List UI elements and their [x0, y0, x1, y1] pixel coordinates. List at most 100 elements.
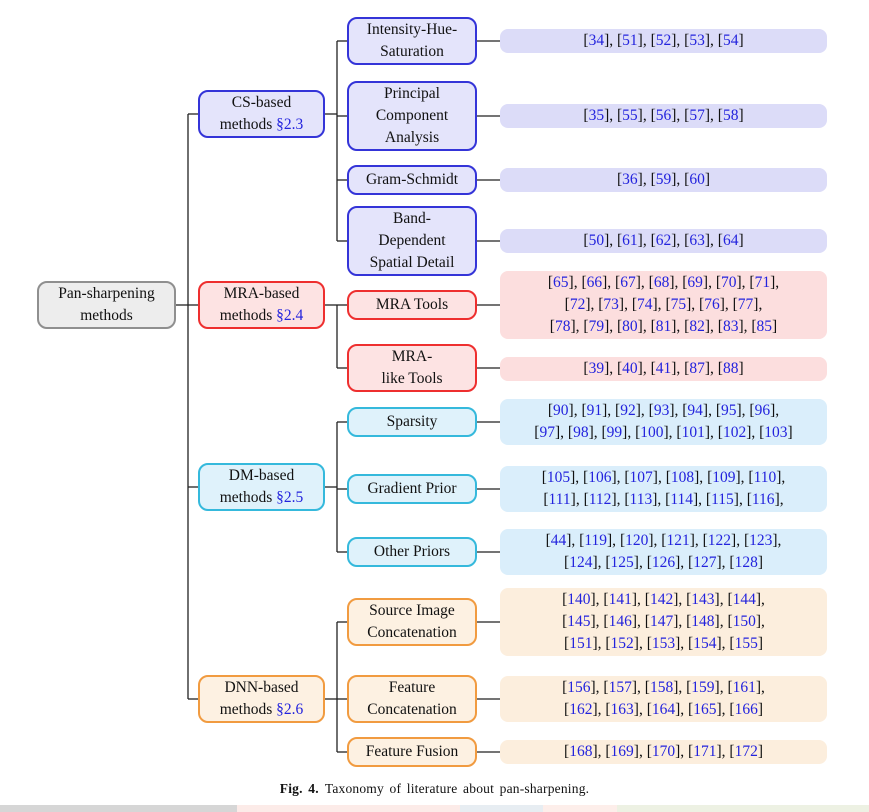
citation-ref[interactable]: 165: [693, 701, 717, 718]
citation-ref[interactable]: 57: [689, 107, 705, 124]
citation-ref[interactable]: 90: [553, 402, 569, 419]
citation-ref[interactable]: 98: [573, 424, 589, 441]
citation-ref[interactable]: 128: [734, 554, 758, 571]
citation-ref[interactable]: 172: [734, 743, 758, 760]
citation-ref[interactable]: 94: [687, 402, 703, 419]
citation-ref[interactable]: 66: [586, 274, 603, 291]
citation-ref[interactable]: 154: [693, 635, 717, 652]
citation-ref[interactable]: 120: [625, 532, 649, 549]
citation-ref[interactable]: 111: [548, 491, 571, 508]
citation-ref[interactable]: 81: [655, 318, 672, 335]
citation-ref[interactable]: 126: [651, 554, 676, 571]
citation-ref[interactable]: 64: [722, 232, 739, 249]
citation-ref[interactable]: 39: [588, 360, 605, 377]
citation-ref[interactable]: 70: [721, 274, 737, 291]
citation-ref[interactable]: 71: [754, 274, 771, 291]
citation-ref[interactable]: 95: [721, 402, 737, 419]
citation-ref[interactable]: 103: [764, 424, 788, 441]
citation-ref[interactable]: 36: [622, 171, 638, 188]
citation-ref[interactable]: 68: [653, 274, 670, 291]
citation-ref[interactable]: 53: [689, 32, 705, 49]
citation-ref[interactable]: 73: [603, 296, 619, 313]
citation-ref[interactable]: 156: [567, 679, 591, 696]
citation-ref[interactable]: 123: [749, 532, 773, 549]
citation-ref[interactable]: 67: [620, 274, 636, 291]
citation-ref[interactable]: 148: [691, 613, 715, 630]
citation-ref[interactable]: 105: [546, 469, 571, 486]
citation-ref[interactable]: 150: [732, 613, 756, 630]
citation-ref[interactable]: 56: [655, 107, 672, 124]
citation-ref[interactable]: 77: [737, 296, 754, 313]
citation-ref[interactable]: 106: [588, 469, 612, 486]
citation-ref[interactable]: 113: [629, 491, 653, 508]
citation-ref[interactable]: 112: [588, 491, 612, 508]
citation-ref[interactable]: 151: [569, 635, 593, 652]
citation-ref[interactable]: 76: [704, 296, 720, 313]
citation-ref[interactable]: 109: [712, 469, 736, 486]
citation-ref[interactable]: 54: [722, 32, 739, 49]
citation-ref[interactable]: 74: [637, 296, 653, 313]
citation-ref[interactable]: 63: [689, 232, 705, 249]
citation-ref[interactable]: 51: [622, 32, 638, 49]
citation-ref[interactable]: 83: [722, 318, 739, 335]
citation-ref[interactable]: 153: [651, 635, 676, 652]
citation-ref[interactable]: 166: [734, 701, 758, 718]
citation-ref[interactable]: 91: [586, 402, 603, 419]
citation-ref[interactable]: 143: [691, 591, 715, 608]
citation-ref[interactable]: 55: [622, 107, 638, 124]
citation-ref[interactable]: 79: [588, 318, 605, 335]
citation-ref[interactable]: 60: [689, 171, 705, 188]
citation-ref[interactable]: 65: [553, 274, 569, 291]
citation-ref[interactable]: 124: [569, 554, 593, 571]
citation-ref[interactable]: 75: [670, 296, 687, 313]
citation-ref[interactable]: 108: [670, 469, 695, 486]
section-link[interactable]: §2.6: [276, 701, 304, 718]
citation-ref[interactable]: 85: [756, 318, 773, 335]
citation-ref[interactable]: 119: [584, 532, 608, 549]
citation-ref[interactable]: 92: [620, 402, 636, 419]
citation-ref[interactable]: 97: [539, 424, 555, 441]
citation-ref[interactable]: 161: [732, 679, 756, 696]
citation-ref[interactable]: 157: [608, 679, 632, 696]
citation-ref[interactable]: 144: [732, 591, 756, 608]
citation-ref[interactable]: 110: [753, 469, 777, 486]
citation-ref[interactable]: 41: [655, 360, 672, 377]
citation-ref[interactable]: 82: [689, 318, 705, 335]
citation-ref[interactable]: 125: [610, 554, 634, 571]
citation-ref[interactable]: 72: [569, 296, 586, 313]
citation-ref[interactable]: 34: [588, 32, 605, 49]
citation-ref[interactable]: 40: [622, 360, 638, 377]
citation-ref[interactable]: 168: [569, 743, 593, 760]
section-link[interactable]: §2.4: [276, 307, 304, 324]
citation-ref[interactable]: 59: [655, 171, 672, 188]
citation-ref[interactable]: 164: [651, 701, 676, 718]
section-link[interactable]: §2.5: [276, 489, 304, 506]
citation-ref[interactable]: 101: [681, 424, 705, 441]
citation-ref[interactable]: 58: [722, 107, 739, 124]
citation-ref[interactable]: 99: [606, 424, 623, 441]
citation-ref[interactable]: 107: [629, 469, 653, 486]
citation-ref[interactable]: 127: [693, 554, 717, 571]
citation-ref[interactable]: 44: [550, 532, 567, 549]
citation-ref[interactable]: 69: [687, 274, 703, 291]
citation-ref[interactable]: 162: [569, 701, 593, 718]
citation-ref[interactable]: 142: [649, 591, 674, 608]
citation-ref[interactable]: 147: [649, 613, 674, 630]
citation-ref[interactable]: 152: [610, 635, 634, 652]
citation-ref[interactable]: 155: [734, 635, 758, 652]
citation-ref[interactable]: 93: [653, 402, 670, 419]
citation-ref[interactable]: 61: [622, 232, 638, 249]
citation-ref[interactable]: 62: [655, 232, 672, 249]
citation-ref[interactable]: 115: [711, 491, 734, 508]
citation-ref[interactable]: 52: [655, 32, 672, 49]
citation-ref[interactable]: 163: [610, 701, 634, 718]
section-link[interactable]: §2.3: [276, 116, 304, 133]
citation-ref[interactable]: 145: [567, 613, 591, 630]
citation-ref[interactable]: 159: [691, 679, 715, 696]
citation-ref[interactable]: 96: [754, 402, 771, 419]
citation-ref[interactable]: 171: [693, 743, 717, 760]
citation-ref[interactable]: 146: [608, 613, 632, 630]
citation-ref[interactable]: 122: [707, 532, 732, 549]
citation-ref[interactable]: 170: [651, 743, 676, 760]
citation-ref[interactable]: 140: [567, 591, 591, 608]
